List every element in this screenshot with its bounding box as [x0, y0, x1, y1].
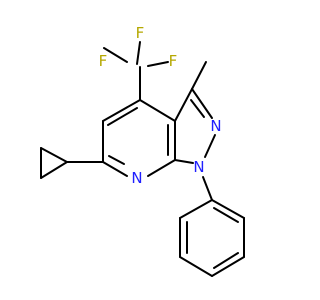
bond-n7-c7a	[147, 159, 176, 177]
bond-ph-1-double	[213, 207, 239, 223]
bond-methyl	[191, 61, 207, 90]
bond-cyclopropyl-3	[40, 161, 68, 179]
atom-n-pyridine: N	[131, 169, 142, 187]
bond-c-f-top	[103, 47, 128, 63]
bonds	[40, 41, 245, 277]
bond-ph-3-double	[213, 252, 239, 269]
bond-c4-c5	[102, 99, 141, 122]
atom-labels: F F F N N N	[99, 24, 222, 187]
bond-c6-n7-double	[108, 155, 125, 165]
bond-ph-3	[211, 256, 245, 277]
bond-c3-n2-double	[190, 99, 205, 118]
bond-n2-n1	[204, 134, 216, 158]
bond-n1-phenyl	[202, 176, 213, 201]
bond-c3a-c4	[139, 99, 176, 122]
molecule-structure: F F F N N N	[40, 24, 245, 277]
bond-c3-n2	[191, 88, 213, 119]
bond-cyclopropyl-1	[40, 147, 68, 163]
atom-n-phenyl: N	[193, 158, 204, 176]
bond-ph-4	[179, 256, 213, 277]
bond-ph-1	[211, 199, 245, 219]
atom-f-left: F	[99, 52, 108, 70]
atom-f-right: F	[169, 52, 178, 70]
atom-n-pyrazole: N	[210, 117, 221, 135]
bond-c4-c5-double	[107, 107, 138, 126]
bond-c6-n7	[102, 161, 128, 177]
bond-c3a-c3	[174, 88, 193, 122]
bond-c-f-left	[136, 41, 141, 65]
atom-f-top: F	[136, 24, 145, 42]
bond-c-f-right	[147, 61, 169, 67]
bond-n1-c7a	[174, 159, 194, 164]
bond-ph-6	[179, 199, 213, 219]
